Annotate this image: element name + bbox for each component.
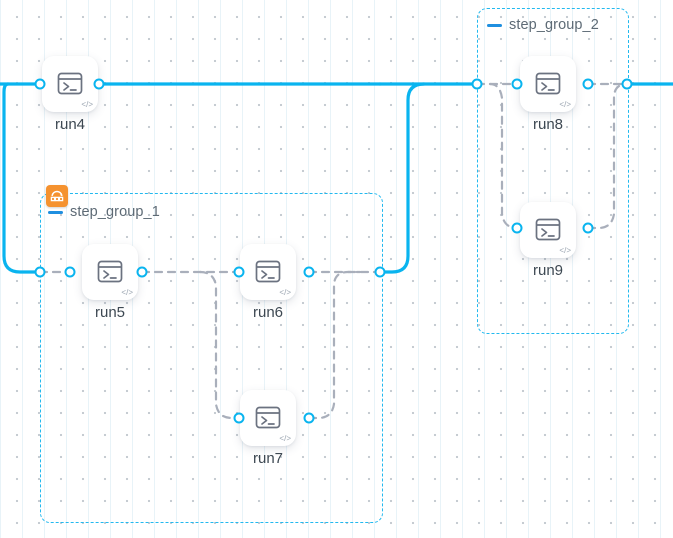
node-label: run4	[54, 116, 86, 133]
node-label: run7	[252, 450, 284, 467]
node-run7[interactable]: </> run7	[240, 390, 296, 467]
group-step_group_2[interactable]	[477, 8, 629, 334]
edge-group1-up-to-main	[378, 82, 426, 274]
terminal-icon	[255, 406, 281, 429]
edge-branch-down-to-group1	[2, 82, 42, 274]
edge-branch-to-run9	[488, 82, 519, 230]
port-run8-in[interactable]	[511, 78, 523, 90]
terminal-icon	[535, 218, 561, 241]
minus-icon[interactable]	[487, 23, 502, 27]
group-title: step_group_1	[70, 204, 160, 220]
node-label: run8	[532, 116, 564, 133]
node-card[interactable]: </>	[520, 56, 576, 112]
node-card[interactable]: </>	[240, 390, 296, 446]
port-run5-out[interactable]	[136, 266, 148, 278]
code-badge-icon: </>	[559, 246, 571, 255]
port-group1-out[interactable]	[374, 266, 386, 278]
port-run7-in[interactable]	[233, 412, 245, 424]
terminal-icon	[255, 260, 281, 283]
port-run6-out[interactable]	[303, 266, 315, 278]
edge-run9-to-rejoin	[586, 82, 629, 230]
port-group2-out[interactable]	[621, 78, 633, 90]
group-header-step_group_2[interactable]: step_group_2	[487, 17, 599, 33]
port-run8-out[interactable]	[582, 78, 594, 90]
port-run5-in[interactable]	[64, 266, 76, 278]
node-label: run6	[252, 304, 284, 321]
port-run6-in[interactable]	[233, 266, 245, 278]
terminal-icon	[535, 72, 561, 95]
terminal-icon	[97, 260, 123, 283]
group-header-step_group_1[interactable]: step_group_1	[48, 204, 160, 220]
minus-icon[interactable]	[48, 210, 63, 214]
node-run6[interactable]: </> run6	[240, 244, 296, 321]
port-run4-out[interactable]	[93, 78, 105, 90]
port-group1-in[interactable]	[34, 266, 46, 278]
code-badge-icon: </>	[279, 288, 291, 297]
edge-run7-to-rejoin	[307, 270, 362, 420]
group-step_group_1[interactable]	[40, 193, 383, 523]
node-card[interactable]: </>	[82, 244, 138, 300]
port-run7-out[interactable]	[303, 412, 315, 424]
node-run5[interactable]: </> run5	[82, 244, 138, 321]
node-card[interactable]: </>	[240, 244, 296, 300]
edge-branch-to-run7	[198, 270, 241, 420]
code-badge-icon: </>	[121, 288, 133, 297]
port-run4-in[interactable]	[34, 78, 46, 90]
terminal-icon	[57, 72, 83, 95]
group-title: step_group_2	[509, 17, 599, 33]
node-run9[interactable]: </> run9	[520, 202, 576, 279]
node-card[interactable]: </>	[42, 56, 98, 112]
loop-foreach-icon	[46, 185, 68, 207]
port-group2-in[interactable]	[471, 78, 483, 90]
main-flow-edges	[0, 82, 673, 274]
code-badge-icon: </>	[559, 100, 571, 109]
node-label: run5	[94, 304, 126, 321]
group-internal-edges	[38, 82, 629, 420]
node-run4[interactable]: </> run4	[42, 56, 98, 133]
node-label: run9	[532, 262, 564, 279]
port-run9-in[interactable]	[511, 222, 523, 234]
code-badge-icon: </>	[279, 434, 291, 443]
port-run9-out[interactable]	[582, 222, 594, 234]
code-badge-icon: </>	[81, 100, 93, 109]
node-card[interactable]: </>	[520, 202, 576, 258]
node-run8[interactable]: </> run8	[520, 56, 576, 133]
